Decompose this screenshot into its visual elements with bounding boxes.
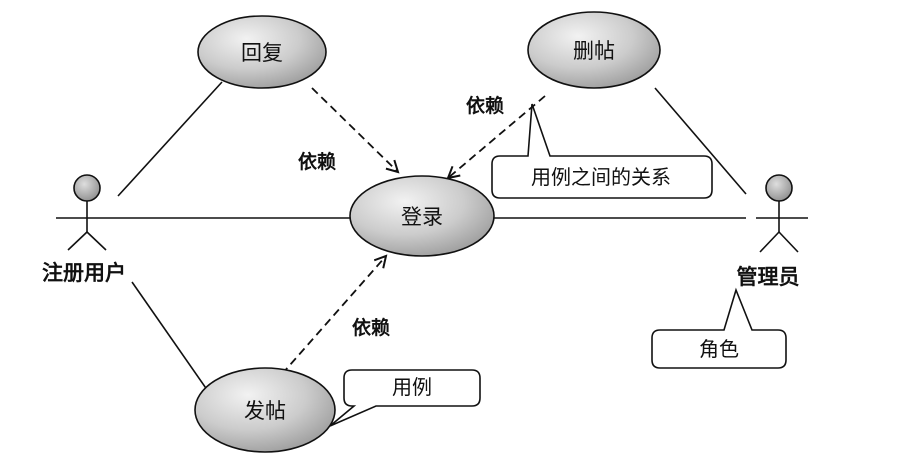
actor-registered-user-head: [73, 174, 101, 202]
actor-admin: [759, 174, 799, 253]
dependency-post-login: [281, 256, 386, 375]
callout-role: 角色: [651, 287, 787, 369]
dependency-delete-login-label: 依赖: [466, 94, 504, 117]
callout-role-text: 角色: [699, 337, 739, 361]
use-case-post: 发帖: [194, 367, 336, 453]
use-case-delete-post-label: 删帖: [573, 39, 615, 63]
use-case-reply-label: 回复: [241, 41, 283, 65]
dependency-post-login-label: 依赖: [352, 316, 390, 339]
actor-admin-label: 管理员: [737, 265, 800, 289]
callout-relationship-text: 用例之间的关系: [531, 165, 671, 189]
callout-use-case-text: 用例: [392, 375, 432, 399]
actor-registered-user-label: 注册用户: [42, 261, 126, 285]
association-user-reply: [117, 81, 223, 197]
use-case-reply: 回复: [197, 15, 327, 89]
use-case-login-label: 登录: [401, 205, 443, 229]
dependency-reply-login: [311, 87, 398, 172]
dependency-delete-login: [448, 95, 546, 178]
use-case-login: 登录: [349, 175, 495, 257]
association-user-post: [131, 281, 211, 395]
dependency-reply-login-label: 依赖: [298, 150, 336, 173]
callout-use-case: 用例: [329, 369, 481, 427]
use-case-delete-post: 删帖: [527, 11, 661, 89]
callout-relationship: 用例之间的关系: [491, 103, 713, 199]
use-case-post-label: 发帖: [244, 399, 286, 423]
actor-admin-head: [765, 174, 793, 202]
association-delete-admin: [654, 87, 747, 195]
actor-registered-user: [67, 174, 107, 251]
